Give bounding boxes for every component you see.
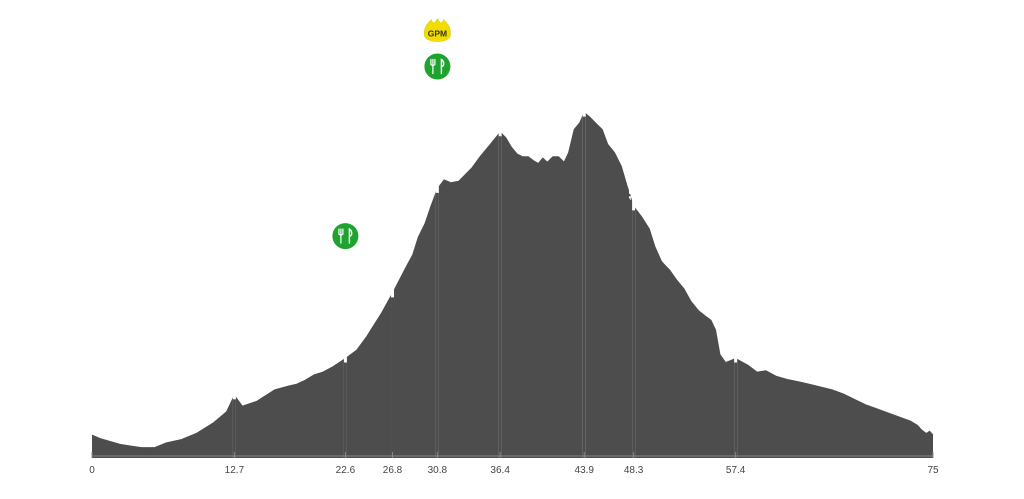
x-tick-label: 57.4 (726, 465, 746, 476)
location-label: 1010m VAL MARZON (228, 280, 240, 390)
knife-icon (440, 58, 445, 75)
refreshment-badge-circle (424, 53, 451, 80)
location-label: 864m PARTENZA (99, 335, 111, 425)
refreshment-badge-circle (332, 223, 359, 250)
gpm-badge-label: GPM (428, 29, 447, 39)
x-tick-label: 22.6 (336, 465, 356, 476)
x-tick-label: 0 (89, 465, 95, 476)
location-label: 1145m SOMADIDA (339, 256, 351, 353)
location-label: 1703m MARAIA (628, 119, 640, 200)
x-tick-label: 12.7 (225, 465, 245, 476)
location-label: 864m ARRIVO (925, 351, 937, 425)
location-label: 1384m VAL BONA (387, 194, 399, 288)
x-tick-label: 43.9 (575, 465, 595, 476)
knife-icon (348, 227, 353, 244)
sky-area (92, 30, 933, 448)
gpm-badge-shape (424, 17, 451, 42)
x-tick-label: 48.3 (624, 465, 644, 476)
refreshment-badge (424, 53, 451, 80)
location-label: 2047m COL DE VARDA (578, 0, 590, 107)
location-label: 1767m MISURINA (431, 91, 443, 183)
badges-layer: GPMGPMGPM (332, 17, 451, 250)
x-tick-label: 36.4 (490, 465, 510, 476)
fork-icon (338, 228, 344, 244)
gpm-badge: GPM (424, 17, 451, 42)
x-tick-label: 30.8 (428, 465, 448, 476)
profile-layer (91, 30, 934, 449)
location-label: 1145m SOMADIDA (730, 256, 742, 353)
x-tick-label: 75 (927, 465, 939, 476)
refreshment-badge (332, 223, 359, 250)
location-label: 1975m MONTE PIANA (494, 12, 506, 126)
elevation-profile-line (91, 111, 934, 449)
fork-icon (430, 58, 436, 75)
x-axis: 0 12.7 22.6 26.8 30.8 36.4 43.9 48.3 57.4 75 (89, 452, 939, 476)
x-tick-label: 26.8 (383, 465, 403, 476)
